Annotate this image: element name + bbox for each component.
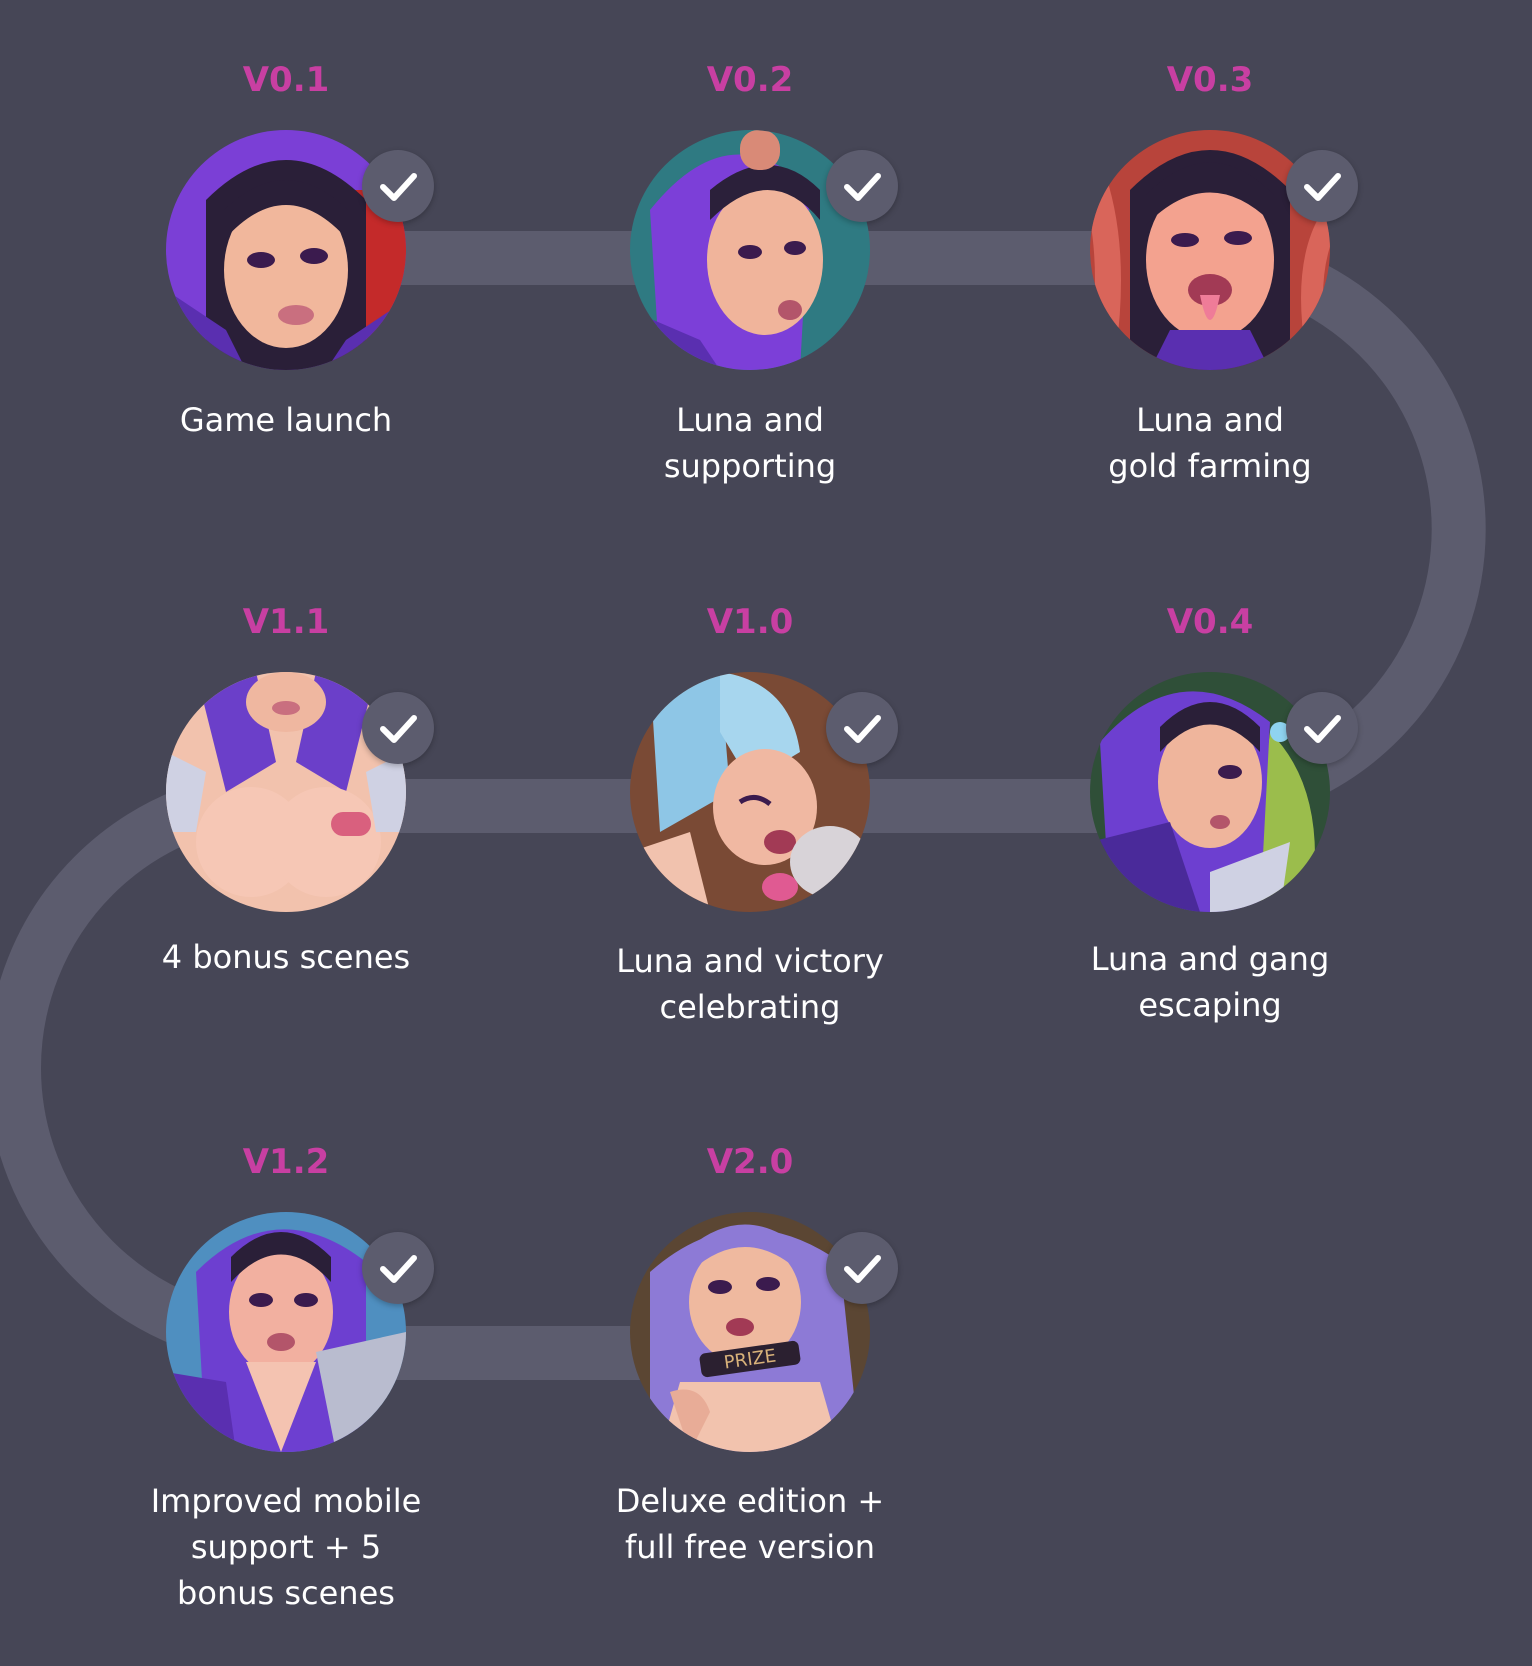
checkmark-icon [1304, 715, 1341, 743]
version-label: V0.3 [1166, 60, 1254, 100]
completed-checkmark-badge [362, 1232, 434, 1304]
version-label: V2.0 [706, 1142, 794, 1182]
completed-checkmark-badge [1286, 150, 1358, 222]
milestone-caption: 4 bonus scenes [161, 938, 411, 976]
checkmark-icon [380, 1255, 417, 1283]
connector-v11-v12 [0, 769, 287, 1367]
character-portrait-image [166, 1212, 406, 1452]
checkmark-icon [380, 715, 417, 743]
character-portrait-image [166, 672, 406, 912]
completed-checkmark-badge [826, 150, 898, 222]
character-portrait-image [1090, 130, 1330, 370]
checkmark-icon [380, 173, 417, 201]
version-label: V0.4 [1166, 602, 1254, 642]
completed-checkmark-badge [826, 1232, 898, 1304]
milestone-caption: Improved mobile support + 5 bonus scenes [150, 1482, 422, 1612]
milestone-caption: Luna and victory celebrating [616, 942, 884, 1026]
milestone-caption: Luna and gang escaping [1090, 940, 1330, 1024]
completed-checkmark-badge [826, 692, 898, 764]
milestone-thumbnail[interactable] [166, 672, 406, 912]
version-label: V1.2 [242, 1142, 330, 1182]
version-label: V1.0 [706, 602, 794, 642]
completed-checkmark-badge [362, 150, 434, 222]
checkmark-icon [844, 715, 881, 743]
character-portrait-image [166, 130, 406, 370]
milestone-caption: Deluxe edition + full free version [615, 1482, 885, 1566]
checkmark-icon [844, 1255, 881, 1283]
version-label: V1.1 [242, 602, 330, 642]
milestone-thumbnail[interactable] [166, 130, 406, 370]
milestone-thumbnail[interactable] [166, 1212, 406, 1452]
completed-checkmark-badge [1286, 692, 1358, 764]
version-label: V0.1 [242, 60, 330, 100]
milestone-thumbnail[interactable]: PRIZE [630, 1212, 870, 1452]
checkmark-icon [844, 173, 881, 201]
milestone-thumbnail[interactable] [1090, 130, 1330, 370]
milestone-caption: Game launch [179, 401, 393, 439]
milestone-caption: Luna and gold farming [1108, 401, 1312, 485]
version-label: V0.2 [706, 60, 794, 100]
completed-checkmark-badge [362, 692, 434, 764]
checkmark-icon [1304, 173, 1341, 201]
milestone-caption: Luna and supporting [663, 401, 837, 485]
character-portrait-image: PRIZE [630, 1212, 870, 1452]
